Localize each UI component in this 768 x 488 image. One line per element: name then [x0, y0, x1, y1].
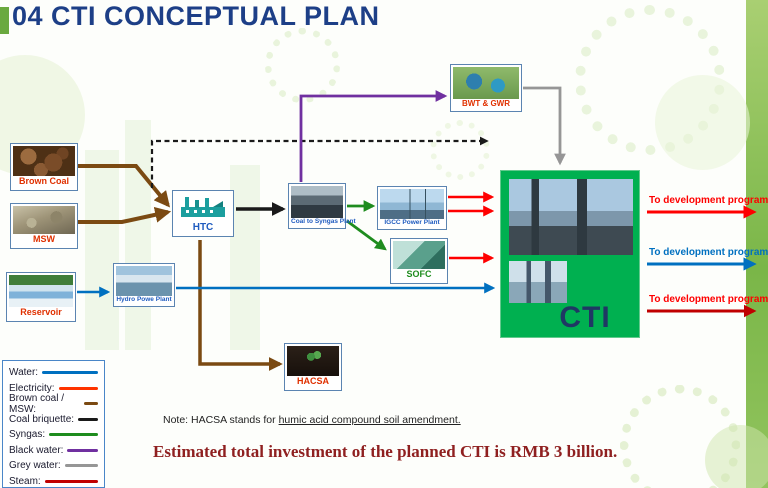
- output-label-2: To development programs: [649, 247, 768, 258]
- legend-item-water: Water:: [9, 365, 98, 381]
- legend-label: Black water:: [9, 444, 64, 456]
- node-label-bwt-gwr: BWT & GWR: [462, 99, 510, 108]
- cti-plant-photo-small: [509, 261, 567, 303]
- legend-item-steam: Steam:: [9, 474, 98, 488]
- legend-item-syngas: Syngas:: [9, 427, 98, 443]
- corner-accent: [0, 7, 9, 34]
- node-hacsa: HACSA: [284, 343, 342, 391]
- legend-item-electricity: Electricity:: [9, 381, 98, 397]
- node-sofc: SOFC: [390, 238, 448, 284]
- legend-item-coal-briquette: Coal briquette:: [9, 412, 98, 428]
- skyline-decoration: [85, 150, 119, 350]
- cti-plant-photo: [509, 179, 633, 255]
- legend-label: Water:: [9, 367, 39, 379]
- factory-icon: [181, 197, 225, 217]
- reservoir-photo: [9, 275, 73, 307]
- legend-swatch-steam: [44, 479, 98, 483]
- legend-label: Electricity:: [9, 382, 55, 394]
- page-title: 04 CTI CONCEPTUAL PLAN: [12, 1, 380, 31]
- investment-statement: Estimated total investment of the planne…: [153, 442, 618, 461]
- node-bwt-gwr: BWT & GWR: [450, 64, 522, 113]
- igcc-photo: [380, 189, 444, 219]
- legend-swatch-black-water: [67, 448, 98, 452]
- note-prefix: Note: HACSA stands for: [163, 414, 279, 426]
- node-label-sofc: SOFC: [406, 269, 432, 279]
- node-reservoir: Reservoir: [6, 272, 76, 322]
- node-brown-coal: Brown Coal: [10, 143, 78, 191]
- hydro-plant-photo: [116, 266, 172, 296]
- node-msw: MSW: [10, 203, 78, 249]
- legend-item-black-water: Black water:: [9, 443, 98, 459]
- legend-item-grey-water: Grey water:: [9, 458, 98, 474]
- node-label-hydro: Hydro Powe Plant: [116, 296, 172, 303]
- legend-item-brown-coal: Brown coal / MSW:: [9, 392, 98, 415]
- legend-swatch-water: [42, 371, 98, 375]
- output-label-1: To development programs: [649, 195, 768, 206]
- legend-label: Syngas:: [9, 429, 46, 441]
- node-label-msw: MSW: [33, 234, 55, 244]
- node-cti: CTI: [500, 170, 640, 338]
- sofc-photo: [393, 241, 445, 269]
- legend-label: Steam:: [9, 475, 41, 487]
- green-side-band: [746, 0, 768, 488]
- legend-swatch-brown-coal: [84, 402, 98, 406]
- node-label-cti: CTI: [559, 301, 611, 334]
- skyline-decoration: [125, 120, 151, 350]
- brown-coal-photo: [13, 146, 75, 176]
- node-label-coal-to-syngas: Coal to Syngas Plant: [291, 218, 356, 225]
- legend-swatch-grey-water: [64, 464, 98, 468]
- node-label-hacsa: HACSA: [296, 376, 329, 386]
- note-underlined: humic acid compound soil amendment.: [278, 414, 461, 426]
- node-htc: HTC: [172, 190, 234, 237]
- node-igcc: IGCC Power Plant: [377, 186, 447, 231]
- skyline-decoration: [230, 165, 260, 350]
- node-label-htc: HTC: [192, 222, 214, 233]
- legend: Water: Electricity: Brown coal / MSW: Co…: [2, 360, 105, 488]
- legend-label: Coal briquette:: [9, 413, 75, 425]
- hacsa-note: Note: HACSA stands for humic acid compou…: [163, 414, 461, 426]
- node-label-reservoir: Reservoir: [20, 307, 62, 317]
- node-coal-to-syngas: Coal to Syngas Plant: [288, 183, 356, 230]
- legend-label: Brown coal / MSW:: [9, 392, 65, 415]
- node-hydro: Hydro Powe Plant: [113, 263, 175, 308]
- msw-photo: [13, 206, 75, 234]
- output-label-3: To development programs: [649, 294, 768, 305]
- bwt-gwr-photo: [453, 67, 519, 99]
- hacsa-photo: [287, 346, 339, 376]
- syngas-plant-photo: [291, 186, 343, 218]
- node-label-brown-coal: Brown Coal: [18, 176, 69, 186]
- htc-icon: [175, 193, 231, 221]
- legend-swatch-coal-briquette: [78, 417, 98, 421]
- legend-swatch-electricity: [58, 386, 98, 390]
- legend-swatch-syngas: [49, 433, 98, 437]
- legend-label: Grey water:: [9, 460, 61, 472]
- node-label-igcc: IGCC Power Plant: [384, 219, 440, 226]
